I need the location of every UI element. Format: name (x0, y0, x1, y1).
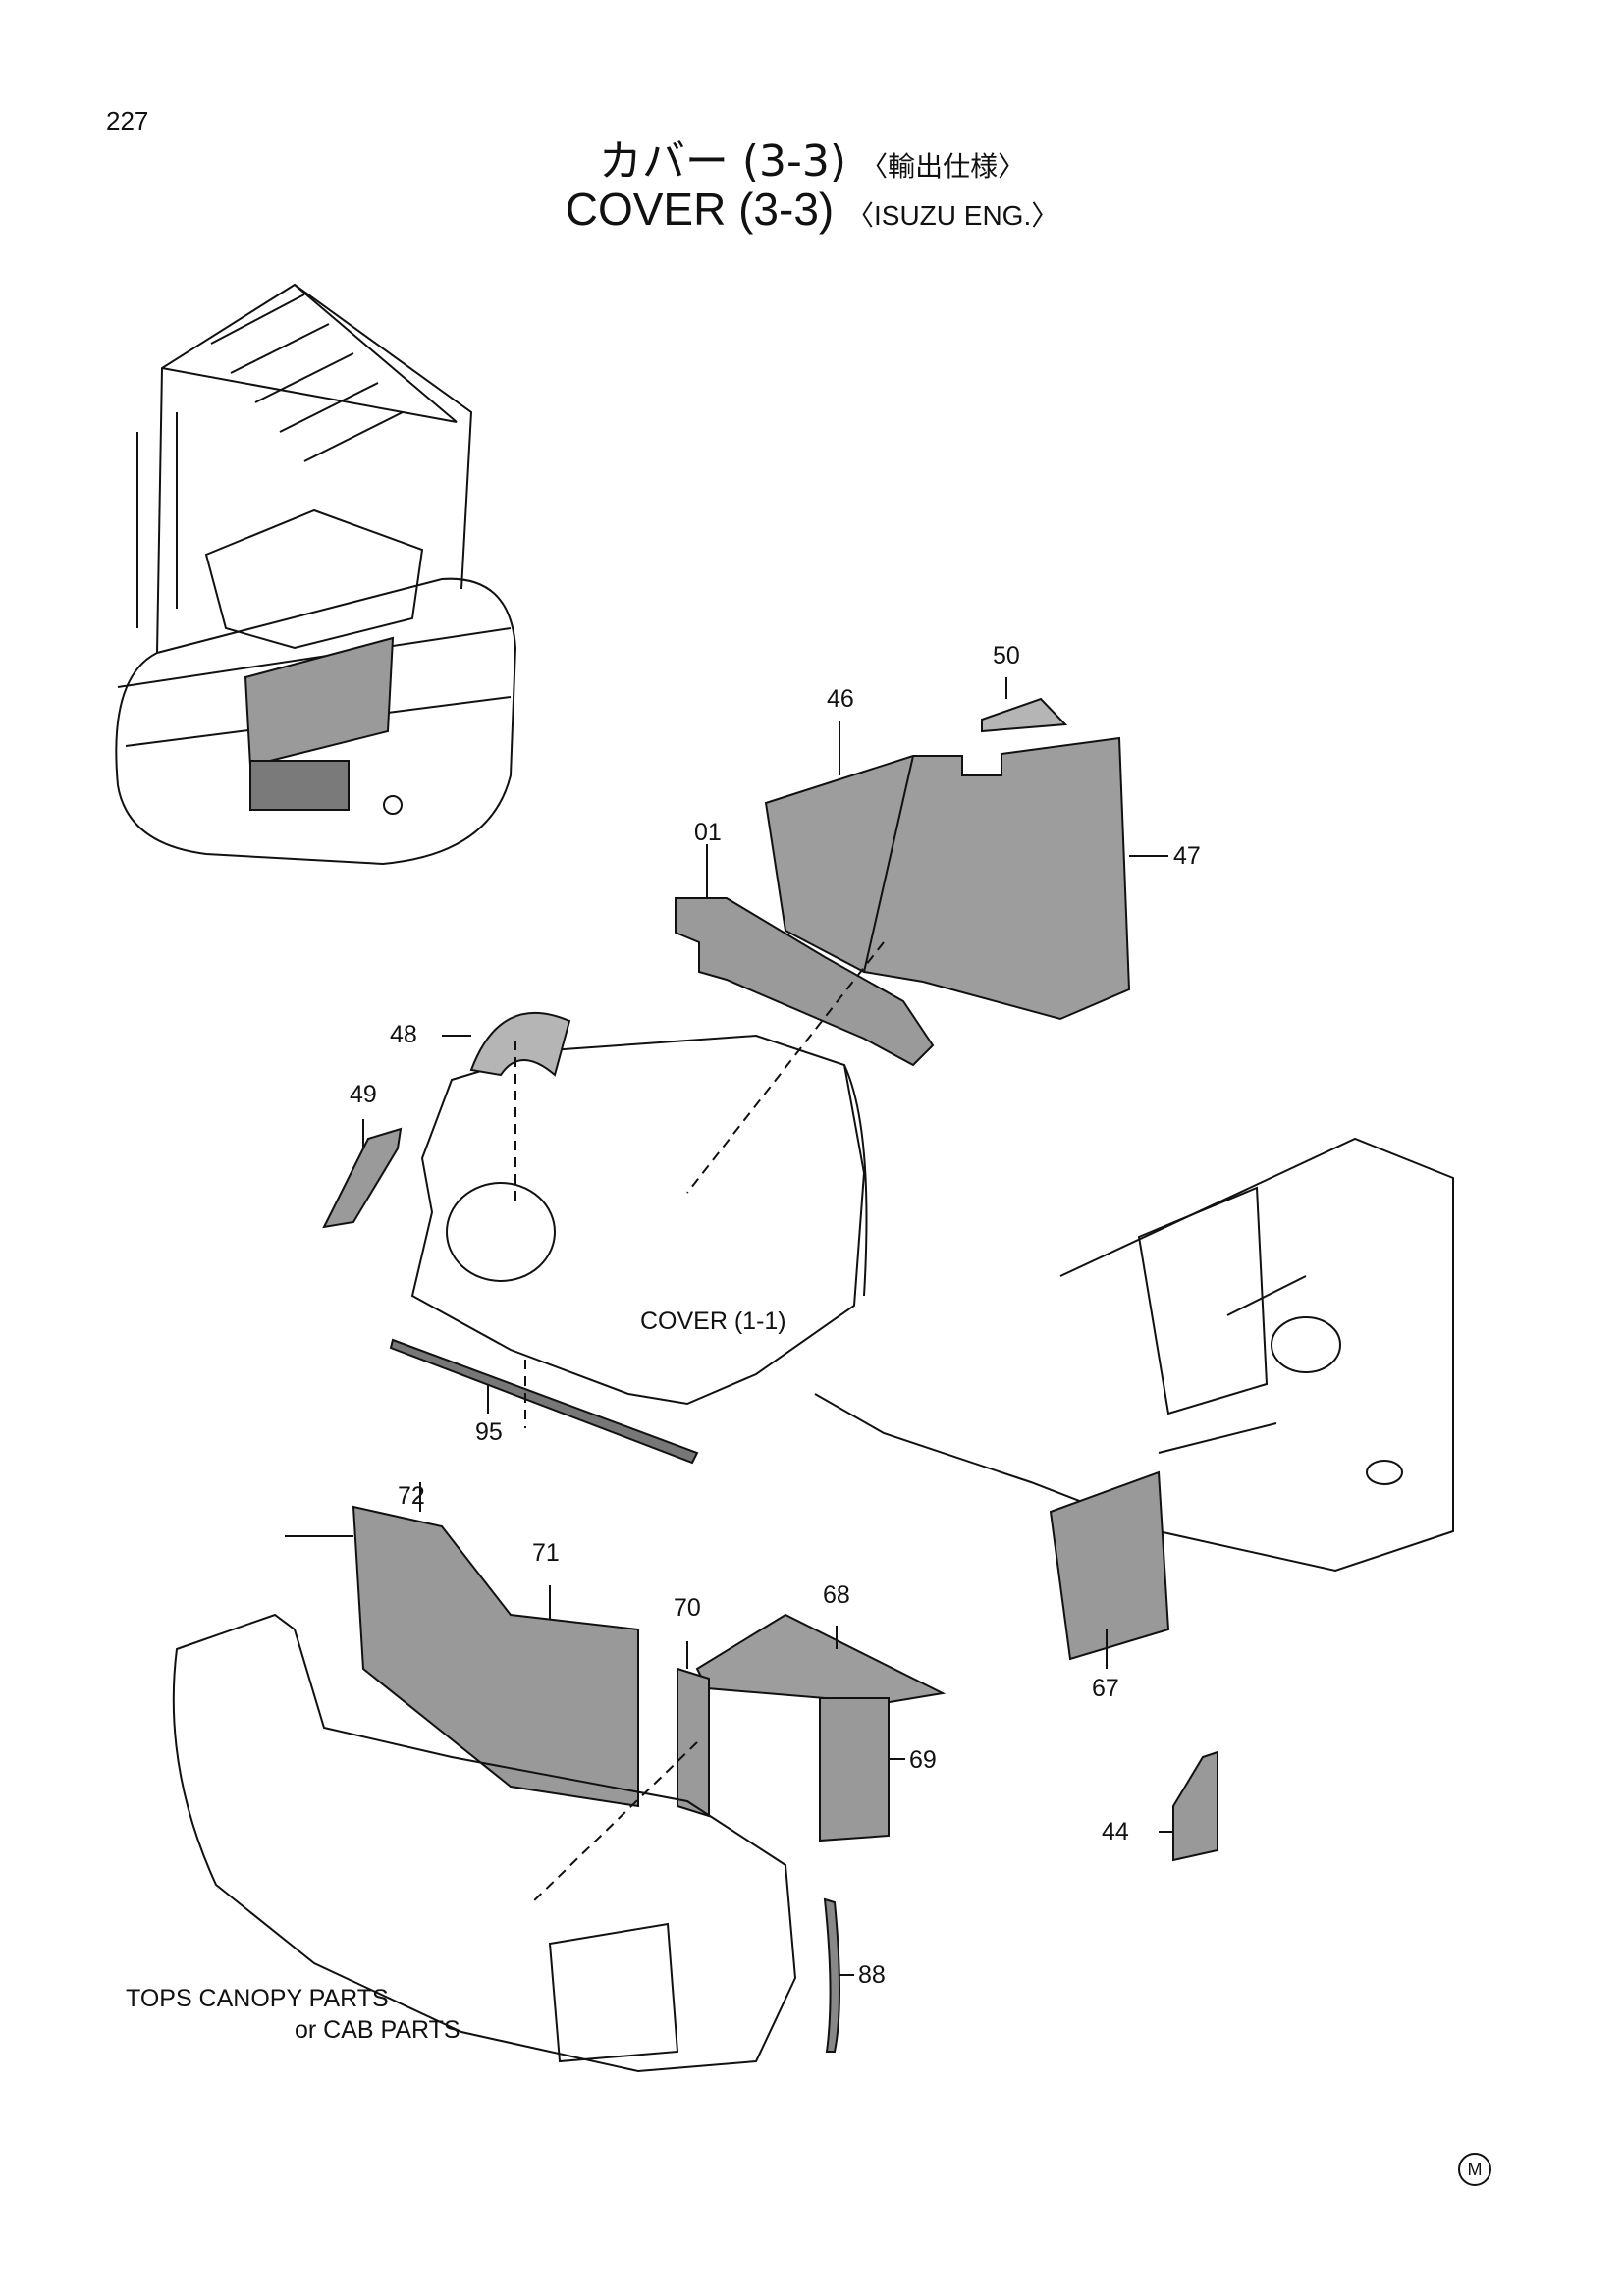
title-en-main: COVER (3-3) (565, 184, 835, 235)
ref-50: 50 (993, 642, 1020, 669)
part-68-shape (695, 1613, 947, 1705)
machine-overview-illustration (115, 283, 517, 866)
part-50-shape (981, 697, 1068, 733)
part-01-bracket (675, 897, 935, 1067)
title-jp-sub: 〈輸出仕様〉 (860, 150, 1026, 183)
part-46-47-cover-panel (764, 736, 1131, 1021)
part-69-shape (819, 1697, 890, 1842)
part-70-shape (677, 1667, 710, 1818)
leader-lines (285, 677, 1173, 1976)
title-jp-main: カバー (3-3) (598, 136, 847, 187)
assembly-dashed-lines (514, 941, 885, 1905)
ref-49: 49 (350, 1081, 377, 1108)
ref-70: 70 (674, 1594, 701, 1622)
ref-72: 72 (398, 1482, 425, 1510)
title-en-sub: 〈ISUZU ENG.〉 (846, 200, 1059, 231)
ref-71: 71 (532, 1539, 560, 1567)
part-67-shape (1049, 1470, 1170, 1661)
ref-88: 88 (858, 1961, 886, 1989)
ref-44: 44 (1102, 1818, 1129, 1845)
note-cover-1-1: COVER (1-1) (640, 1308, 786, 1335)
ref-69: 69 (909, 1746, 937, 1774)
title-english: COVER (3-3) 〈ISUZU ENG.〉 (0, 183, 1624, 236)
upper-frame-outline (814, 1137, 1454, 1573)
m-marker-icon: M (1458, 2153, 1491, 2186)
part-95-strip (389, 1338, 699, 1465)
page-number: 227 (106, 106, 149, 135)
ref-46: 46 (827, 685, 854, 713)
title-japanese: カバー (3-3) 〈輸出仕様〉 (0, 126, 1624, 188)
note-tops-canopy-line2: or CAB PARTS (295, 2016, 460, 2044)
ref-48: 48 (390, 1021, 417, 1048)
part-49-shape (322, 1127, 403, 1229)
ref-95: 95 (475, 1418, 503, 1446)
part-88-strip (823, 1897, 840, 2053)
part-44-shape (1172, 1750, 1218, 1862)
part-72-71-panel (352, 1505, 639, 1808)
part-48-shape (469, 1011, 571, 1077)
note-tops-canopy-line1: TOPS CANOPY PARTS (126, 1985, 389, 2012)
ref-68: 68 (823, 1581, 850, 1609)
counterweight-outline (172, 1613, 797, 2073)
ref-47: 47 (1173, 842, 1201, 870)
ref-67: 67 (1092, 1675, 1119, 1702)
ref-01: 01 (694, 819, 722, 846)
cover-1-1-outline (410, 1034, 868, 1406)
